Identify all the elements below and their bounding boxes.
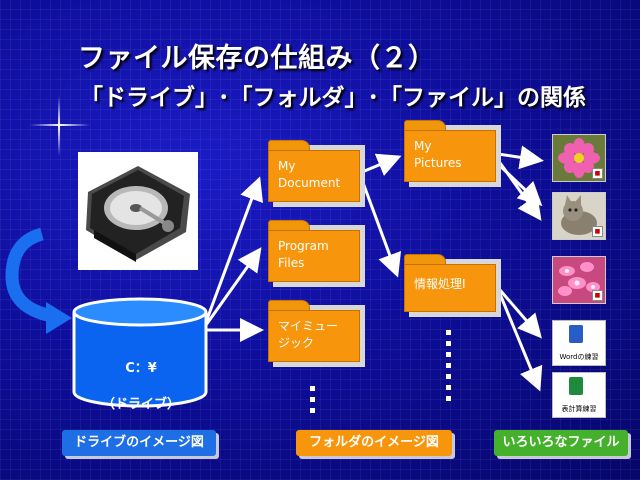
file-name: Wordの練習 — [559, 353, 599, 361]
slide-title: ファイル保存の仕組み（２） — [78, 43, 436, 74]
slide-subtitle: 「ドライブ」･「フォルダ」･「ファイル」の関係 — [80, 85, 586, 111]
more-folders-dots — [446, 330, 452, 407]
folder-my-pictures[interactable]: My Pictures — [404, 120, 501, 187]
more-folders-dots — [310, 386, 316, 419]
shortcut-overlay-icon: ■ — [592, 226, 603, 237]
folder-my-document[interactable]: My Document — [268, 140, 365, 207]
file-name: 表計算練習 — [561, 405, 597, 413]
folder-label: My Document — [278, 159, 341, 190]
excel-icon — [569, 377, 583, 395]
sparkle-decoration — [30, 124, 90, 126]
drive-cylinder — [72, 297, 208, 408]
word-file[interactable]: Wordの練習 — [552, 320, 606, 366]
caption-folder-image: フォルダのイメージ図 — [296, 430, 452, 456]
caption-drive-image: ドライブのイメージ図 — [62, 430, 216, 456]
excel-file[interactable]: 表計算練習 — [552, 372, 606, 418]
shortcut-overlay-icon: ■ — [592, 168, 603, 179]
curved-arrow — [5, 227, 72, 334]
folder-joho-shori[interactable]: 情報処理Ⅰ — [404, 254, 501, 317]
folder-label: 情報処理Ⅰ — [414, 277, 466, 291]
picture-file[interactable]: ■ — [552, 256, 606, 304]
shortcut-overlay-icon: ■ — [592, 290, 603, 301]
picture-file[interactable]: ■ — [552, 192, 606, 240]
folder-program-files[interactable]: Program Files — [268, 220, 365, 287]
drive-caption: （ドライブ） — [101, 397, 180, 412]
hard-disk-photo — [78, 152, 198, 270]
sparkle-decoration — [58, 96, 60, 156]
folder-label: マイミュー ジック — [278, 319, 339, 350]
folder-label: My Pictures — [414, 139, 462, 170]
folder-label: Program Files — [278, 239, 329, 270]
folder-my-music[interactable]: マイミュー ジック — [268, 300, 365, 367]
drive-label: C：¥ （ドライブ） — [78, 342, 204, 432]
picture-file[interactable]: ■ — [552, 134, 606, 182]
word-icon — [569, 325, 583, 343]
drive-name: C：¥ — [125, 361, 157, 376]
caption-various-files: いろいろなファイル — [494, 430, 628, 456]
